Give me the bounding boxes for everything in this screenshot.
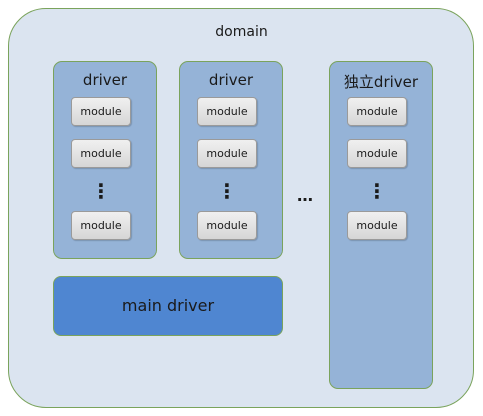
module-box: module <box>347 97 407 126</box>
vertical-ellipsis: ⋮ <box>91 179 111 203</box>
module-box: module <box>197 97 257 126</box>
driver-label-2: driver <box>208 71 254 89</box>
module-box: module <box>347 139 407 168</box>
module-box: module <box>71 97 131 126</box>
vertical-ellipsis: ⋮ <box>367 179 387 203</box>
vertical-ellipsis: ⋮ <box>217 179 237 203</box>
module-box: module <box>197 139 257 168</box>
driver-label-1: driver <box>82 71 128 89</box>
module-box: module <box>197 211 257 240</box>
module-box: module <box>71 139 131 168</box>
independent-driver-label: 独立driver <box>343 73 419 91</box>
domain-label: domain <box>215 24 268 40</box>
module-box: module <box>71 211 131 240</box>
module-box: module <box>347 211 407 240</box>
horizontal-ellipsis: … <box>297 186 313 205</box>
main-driver-box: main driver <box>53 276 283 336</box>
